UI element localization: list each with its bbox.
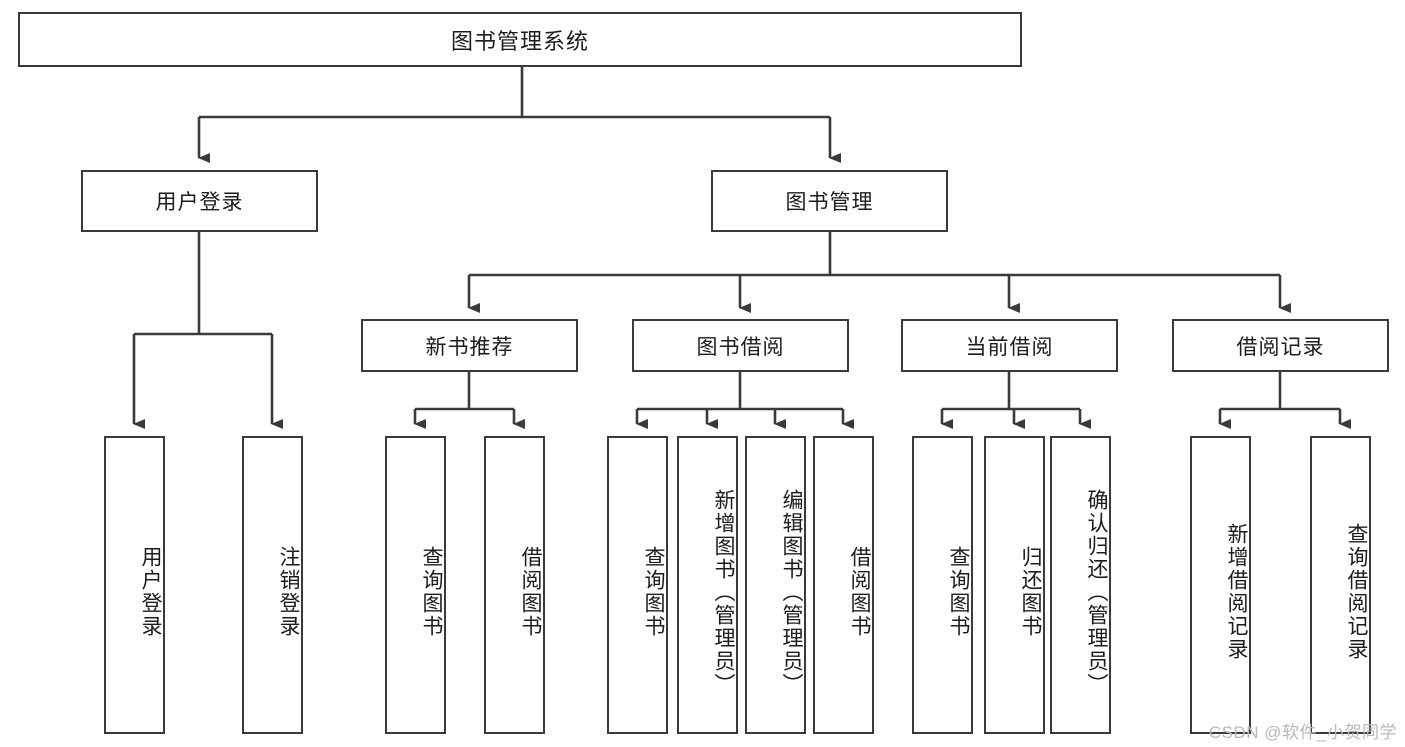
node-leaf-add-book-admin[interactable]: 新增图书（管理员）: [677, 436, 738, 734]
node-leaf-borrow-book-2[interactable]: 借阅图书: [813, 436, 874, 734]
node-borrow-record[interactable]: 借阅记录: [1172, 319, 1389, 372]
node-current-borrow-label: 当前借阅: [965, 335, 1054, 359]
node-leaf-user-login[interactable]: 用户登录: [104, 436, 165, 734]
node-leaf-return-book[interactable]: 归还图书: [984, 436, 1045, 734]
node-root-label: 图书管理系统: [450, 28, 589, 54]
node-book-management-label: 图书管理: [785, 191, 874, 214]
node-leaf-query-book-2[interactable]: 查询图书: [607, 436, 668, 734]
node-new-book-recommend[interactable]: 新书推荐: [361, 319, 578, 372]
node-book-borrow-label: 图书借阅: [696, 335, 785, 359]
csdn-watermark: CSDN @软件_小贺同学: [1208, 723, 1397, 742]
node-new-book-recommend-label: 新书推荐: [425, 335, 514, 359]
node-leaf-query-book-3[interactable]: 查询图书: [912, 436, 973, 734]
node-leaf-edit-book-admin[interactable]: 编辑图书（管理员）: [745, 436, 806, 734]
node-user-login[interactable]: 用户登录: [81, 170, 318, 232]
node-leaf-confirm-return-admin[interactable]: 确认归还（管理员）: [1050, 436, 1111, 734]
node-root[interactable]: 图书管理系统: [18, 12, 1022, 67]
node-current-borrow[interactable]: 当前借阅: [901, 319, 1118, 372]
node-leaf-query-book-1[interactable]: 查询图书: [385, 436, 446, 734]
node-book-management[interactable]: 图书管理: [711, 170, 948, 232]
node-leaf-borrow-book-1[interactable]: 借阅图书: [484, 436, 545, 734]
node-user-login-label: 用户登录: [155, 191, 244, 214]
node-book-borrow[interactable]: 图书借阅: [632, 319, 849, 372]
node-borrow-record-label: 借阅记录: [1236, 335, 1325, 359]
node-leaf-add-borrow-record[interactable]: 新增借阅记录: [1190, 436, 1251, 734]
node-leaf-query-borrow-record[interactable]: 查询借阅记录: [1310, 436, 1371, 734]
node-leaf-logout-login[interactable]: 注销登录: [242, 436, 303, 734]
